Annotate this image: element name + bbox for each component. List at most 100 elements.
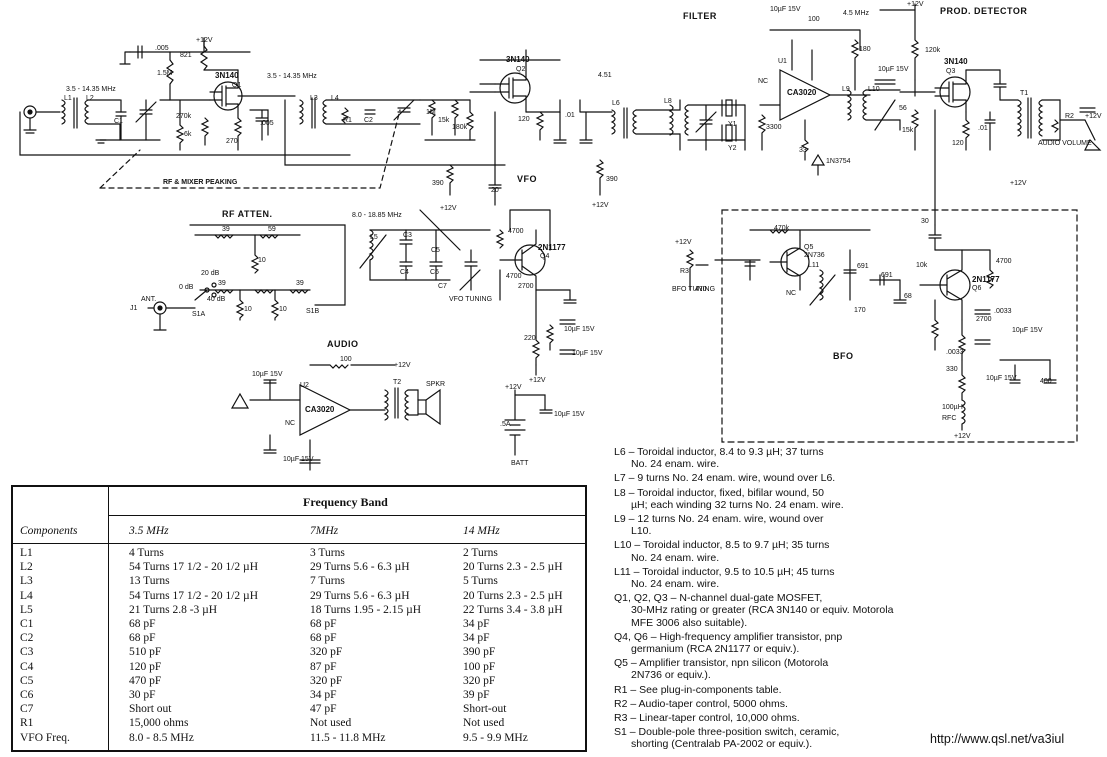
q3-type-label: 3N140	[944, 57, 968, 66]
s1b-label: S1B	[306, 308, 320, 315]
odb-label: 0 dB	[179, 284, 194, 291]
table-cell: 21 Turns 2.8 -3 µH	[129, 603, 218, 616]
source-url[interactable]: http://www.qsl.net/va3iul	[930, 732, 1065, 746]
if-freq-label: 4.5 MHz	[843, 10, 870, 17]
q1-type-label: 3N140	[215, 71, 239, 80]
audio-heading: AUDIO	[327, 339, 359, 349]
table-cell: 13 Turns	[129, 575, 170, 588]
u2-nc-label: NC	[285, 420, 296, 427]
plug-in-components-table: Frequency Band Components 3.5 MHz 7MHz 1…	[11, 485, 587, 752]
table-cell: 4 Turns	[129, 547, 164, 559]
r330-label: 330	[946, 366, 958, 373]
bfo-tuning-pot	[685, 249, 709, 291]
table-row-label: C4	[20, 660, 34, 673]
filter-heading: FILTER	[683, 11, 717, 21]
battery	[504, 389, 553, 456]
vfo-range-label: 8.0 - 18.85 MHz	[352, 212, 402, 219]
table-cell: 34 pF	[463, 618, 490, 630]
tuning-capacitor-2	[393, 99, 415, 121]
rf-atten-heading: RF ATTEN.	[222, 209, 273, 219]
table-cell: 320 pF	[463, 674, 496, 687]
r3-label: R3	[680, 268, 689, 275]
q2-type-label: 3N140	[506, 55, 530, 64]
table-title: Frequency Band	[303, 495, 388, 509]
q6-type-label: 2N1177	[972, 275, 1000, 284]
batt-fuse-label: .5A	[500, 421, 511, 428]
r821-label: 821	[180, 52, 192, 59]
v12-label-8: +12V	[529, 377, 546, 384]
table-cell: 68 pF	[129, 618, 156, 630]
note-item: L6 – Toroidal inductor, 8.4 to 9.3 µH; 3…	[614, 446, 914, 470]
vfo-10uf-b-label: 10µF 15V	[572, 350, 603, 357]
v12-label-7: +12V	[675, 239, 692, 246]
transistor-q6	[919, 249, 971, 321]
note-item: L8 – Toroidal inductor, fixed, bifilar w…	[614, 487, 914, 511]
filter-10uf-label: 10µF 15V	[770, 6, 801, 13]
table-cell: 29 Turns 5.6 - 6.3 µH	[310, 561, 410, 574]
note-item: L10 – Toroidal inductor, 8.5 to 9.7 µH; …	[614, 539, 914, 563]
antenna-input-jack	[23, 105, 37, 134]
r15m-label: 1.5M	[157, 70, 173, 77]
r39c-label: 39	[296, 280, 304, 287]
prod-detector-heading: PROD. DETECTOR	[940, 6, 1028, 16]
inductor-l2	[84, 99, 90, 125]
transformer-t2	[383, 387, 410, 421]
c01-label: .01	[565, 112, 575, 119]
note-continuation: µH; each winding 32 turns No. 24 enam. w…	[631, 498, 844, 511]
table-cell: 11.5 - 11.8 MHz	[310, 731, 386, 744]
c005-label: .005	[155, 45, 169, 52]
table-cell: 3 Turns	[310, 547, 345, 559]
table-cell: 87 pF	[310, 660, 337, 673]
vfo-oscillator	[359, 209, 491, 291]
r120k-label: 120k	[925, 47, 941, 54]
r180-label: 180	[859, 46, 871, 53]
vfo-4700b-label: 4700	[506, 273, 522, 280]
c4-label: C4	[400, 269, 409, 276]
table-cell: 20 Turns 2.3 - 2.5 µH	[463, 589, 563, 602]
note-item: S1 – Double-pole three-position switch, …	[614, 726, 914, 750]
r10k-label: 10k	[916, 262, 928, 269]
l5-label: L5	[370, 234, 378, 241]
l3-label: L3	[310, 95, 318, 102]
table-row-label: C3	[20, 646, 34, 659]
note-item: R1 – See plug-in-components table.	[614, 684, 914, 696]
note-continuation: No. 24 enam. wire.	[631, 578, 720, 591]
table-cell: 15,000 ohms	[129, 717, 189, 730]
table-cell: 510 pF	[129, 646, 162, 659]
transformer-t1	[1016, 97, 1044, 139]
r10b-label: 10	[244, 306, 252, 313]
r1m-label: 1M	[426, 109, 436, 116]
r220-label: 220	[524, 335, 536, 342]
note-continuation: shorting (Centralab PA-2002 or equiv.).	[631, 738, 813, 751]
note-line: L7 – 9 turns No. 24 enam. wire, wound ov…	[614, 472, 836, 485]
table-row-label: C1	[20, 618, 34, 630]
batt-10uf-label: 10µF 15V	[554, 411, 585, 418]
q5-nc-label: NC	[786, 290, 797, 297]
table-cell: 54 Turns 17 1/2 - 20 1/2 µH	[129, 589, 258, 602]
note-item: R3 – Linear-taper control, 10,000 ohms.	[614, 712, 914, 724]
note-item: L7 – 9 turns No. 24 enam. wire, wound ov…	[614, 472, 914, 484]
table-cell: Not used	[310, 717, 352, 730]
inductor-l9-l10	[846, 89, 896, 131]
note-item: L11 – Toroidal inductor, 9.5 to 10.5 µH;…	[614, 566, 914, 590]
vfo-heading: VFO	[517, 174, 538, 184]
note-line: L9 – 12 turns No. 24 enam. wire, wound o…	[614, 513, 824, 526]
db40-label: 40 dB	[207, 296, 226, 303]
c30-label: 30	[921, 218, 929, 225]
q5-id-label: Q5	[804, 244, 814, 251]
r59-label: 59	[268, 226, 276, 233]
u2-id-label: U2	[300, 382, 309, 389]
note-line: R1 – See plug-in-components table.	[614, 683, 782, 696]
c7-label: C7	[438, 283, 447, 290]
v12-label-11: +12V	[954, 433, 971, 440]
c005b-label: .005	[260, 120, 274, 127]
note-line: Q5 – Amplifier transistor, npn silicon (…	[614, 657, 829, 670]
table-cell: 390 pF	[463, 646, 496, 659]
table-row-label: C6	[20, 689, 34, 701]
u1-id-label: U1	[778, 58, 787, 65]
r100-label: 100	[808, 16, 820, 23]
table-cell: 30 pF	[129, 689, 156, 701]
table-row-label: C7	[20, 703, 34, 716]
u2-type-label: CA3020	[305, 405, 335, 414]
note-line: R2 – Audio-taper control, 5000 ohms.	[614, 697, 788, 710]
